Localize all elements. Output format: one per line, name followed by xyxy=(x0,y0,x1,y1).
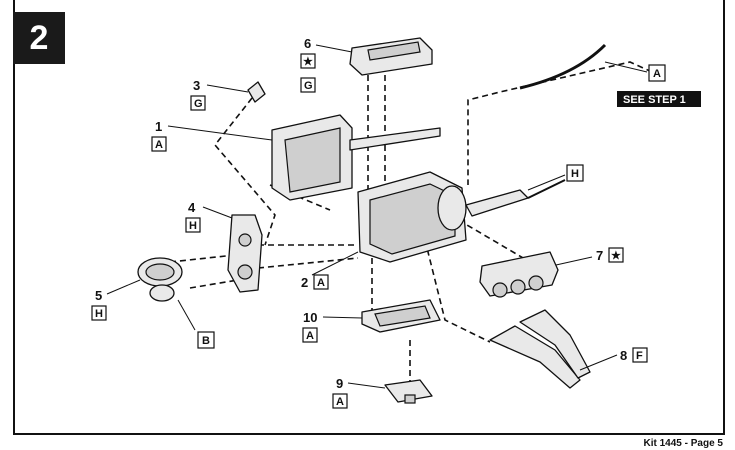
callout-number: 1 xyxy=(155,119,162,134)
page-footer: Kit 1445 - Page 5 xyxy=(643,438,723,449)
callout-code: A xyxy=(306,330,314,342)
callout-number: 5 xyxy=(95,288,102,303)
part-8-exhaust-header xyxy=(489,309,591,389)
callout-part-3: 3 G xyxy=(190,78,206,111)
callout-part-4: 4 H xyxy=(185,200,201,233)
part-5-belt xyxy=(137,257,183,302)
callout-code: B xyxy=(202,335,210,347)
leader-lines xyxy=(106,44,648,389)
callout-part-8: 8 F xyxy=(620,347,648,363)
callout-tube-a: A SEE STEP 1 xyxy=(617,64,701,107)
part-3-bulb xyxy=(247,81,266,103)
callout-number: 9 xyxy=(336,376,343,391)
callout-part-1: 1 A xyxy=(151,119,167,152)
callout-star: ★ xyxy=(303,56,313,68)
callout-code: ★ xyxy=(611,250,621,262)
callout-part-7: 7 ★ xyxy=(596,247,624,263)
callout-code: G xyxy=(304,80,313,92)
callout-wire-h: H xyxy=(566,164,584,182)
diagram-frame xyxy=(13,0,725,435)
part-10-oil-pan xyxy=(361,299,441,333)
callout-number: 2 xyxy=(301,275,308,290)
callout-part-10: 10 A xyxy=(302,310,318,343)
callout-code: H xyxy=(571,168,579,180)
callout-code: A xyxy=(653,68,661,80)
callout-number: 10 xyxy=(303,310,317,325)
callout-code: H xyxy=(95,308,103,320)
callout-number: 4 xyxy=(188,200,196,215)
callout-code: G xyxy=(194,98,203,110)
see-step-label: SEE STEP 1 xyxy=(623,94,686,106)
wire-h xyxy=(527,179,566,199)
part-1-bracket xyxy=(271,114,441,201)
step-number-badge: 2 xyxy=(13,12,65,64)
callout-number: 3 xyxy=(193,78,200,93)
callout-number: 6 xyxy=(304,36,311,51)
callout-part-5: 5 H xyxy=(91,288,107,321)
callout-code: H xyxy=(189,220,197,232)
part-7-plug-assembly xyxy=(479,251,559,298)
callout-part-2: 2 A xyxy=(301,274,329,290)
callout-part-9: 9 A xyxy=(332,376,348,409)
callout-number: 8 xyxy=(620,348,627,363)
callout-number: 7 xyxy=(596,248,603,263)
callout-code: A xyxy=(155,139,163,151)
callout-code: A xyxy=(336,396,344,408)
callout-code: A xyxy=(317,277,325,289)
part-4-pulley-bracket xyxy=(227,214,263,293)
tube-a xyxy=(519,43,607,90)
callout-part-6: 6 ★ G xyxy=(300,36,316,93)
callout-code: F xyxy=(636,350,643,362)
part-9-bracket xyxy=(384,379,433,404)
assembly-guide-lines xyxy=(169,61,653,385)
part-6-valve-cover xyxy=(349,37,433,76)
callout-belt-b: B xyxy=(197,331,215,349)
part-2-engine-block xyxy=(357,171,529,263)
